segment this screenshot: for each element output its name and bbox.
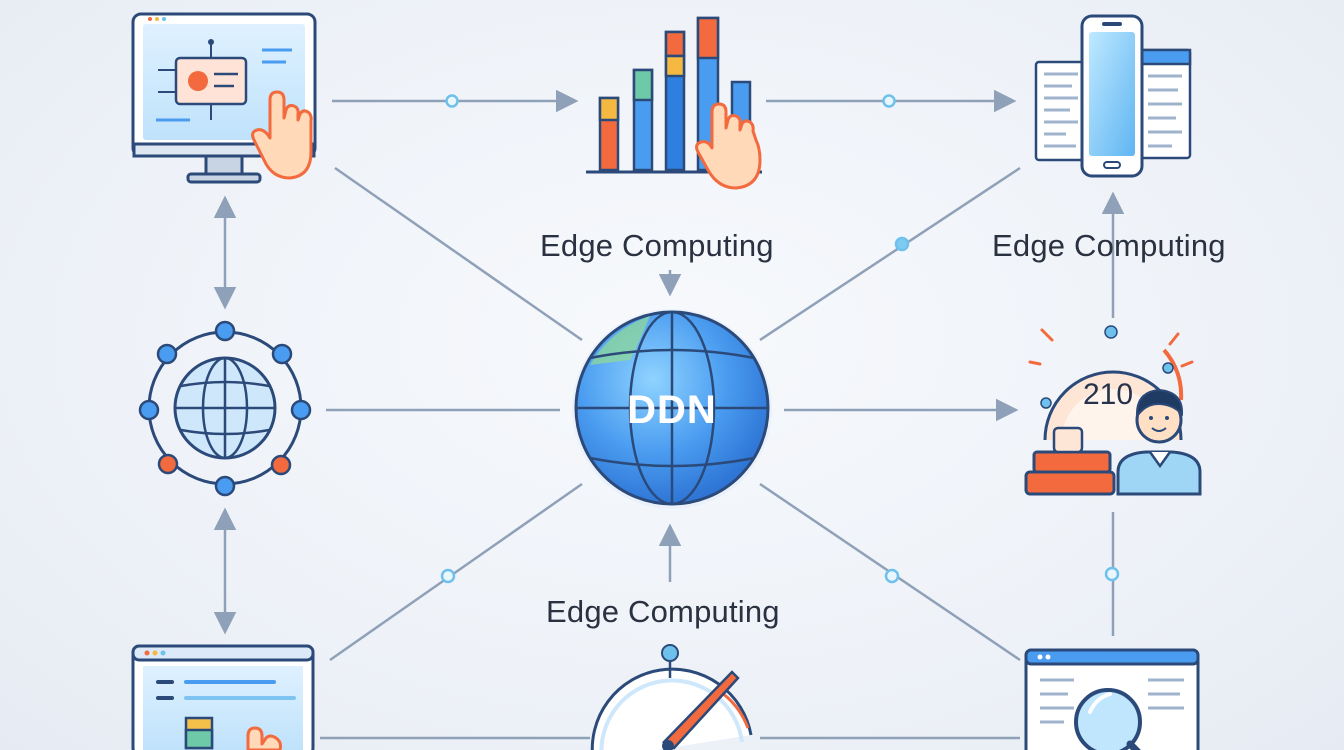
connector-dots [440,94,1120,584]
magnifier-document-icon [1024,648,1200,750]
dashboard-chart-icon [131,644,315,750]
gauge-value: 210 [1083,378,1133,411]
hand-cursor-icon [246,726,282,750]
mobile-documents-icon [1034,14,1192,178]
ddn-globe-icon: DDN [572,309,772,509]
network-globe-icon [138,320,312,497]
hand-cursor-icon [695,102,762,190]
dot-diag-tr [894,236,910,252]
dot-right-column [1104,566,1120,582]
hub-label: DDN [627,388,717,432]
connectors [213,89,1125,740]
bar-chart-hand-icon [586,16,762,190]
edge-label-bottom-center: Edge Computing [546,594,780,629]
edge-label-top-right: Edge Computing [992,228,1226,263]
dot-diag-br [884,568,900,584]
speedometer-icon [590,644,753,750]
dot-top-left [445,94,459,108]
dot-top-right [882,94,896,108]
connector-diagonal-bl [329,482,583,662]
connector-diagonal-tr [759,166,1021,342]
edge-label-top-center: Edge Computing [540,228,774,263]
hand-cursor-icon [251,90,313,180]
dot-diag-bl [440,568,456,584]
connector-diagonal-tl [334,166,583,342]
monitor-cursor-icon [131,12,317,184]
gauge-person-icon: 210 [1024,325,1202,496]
